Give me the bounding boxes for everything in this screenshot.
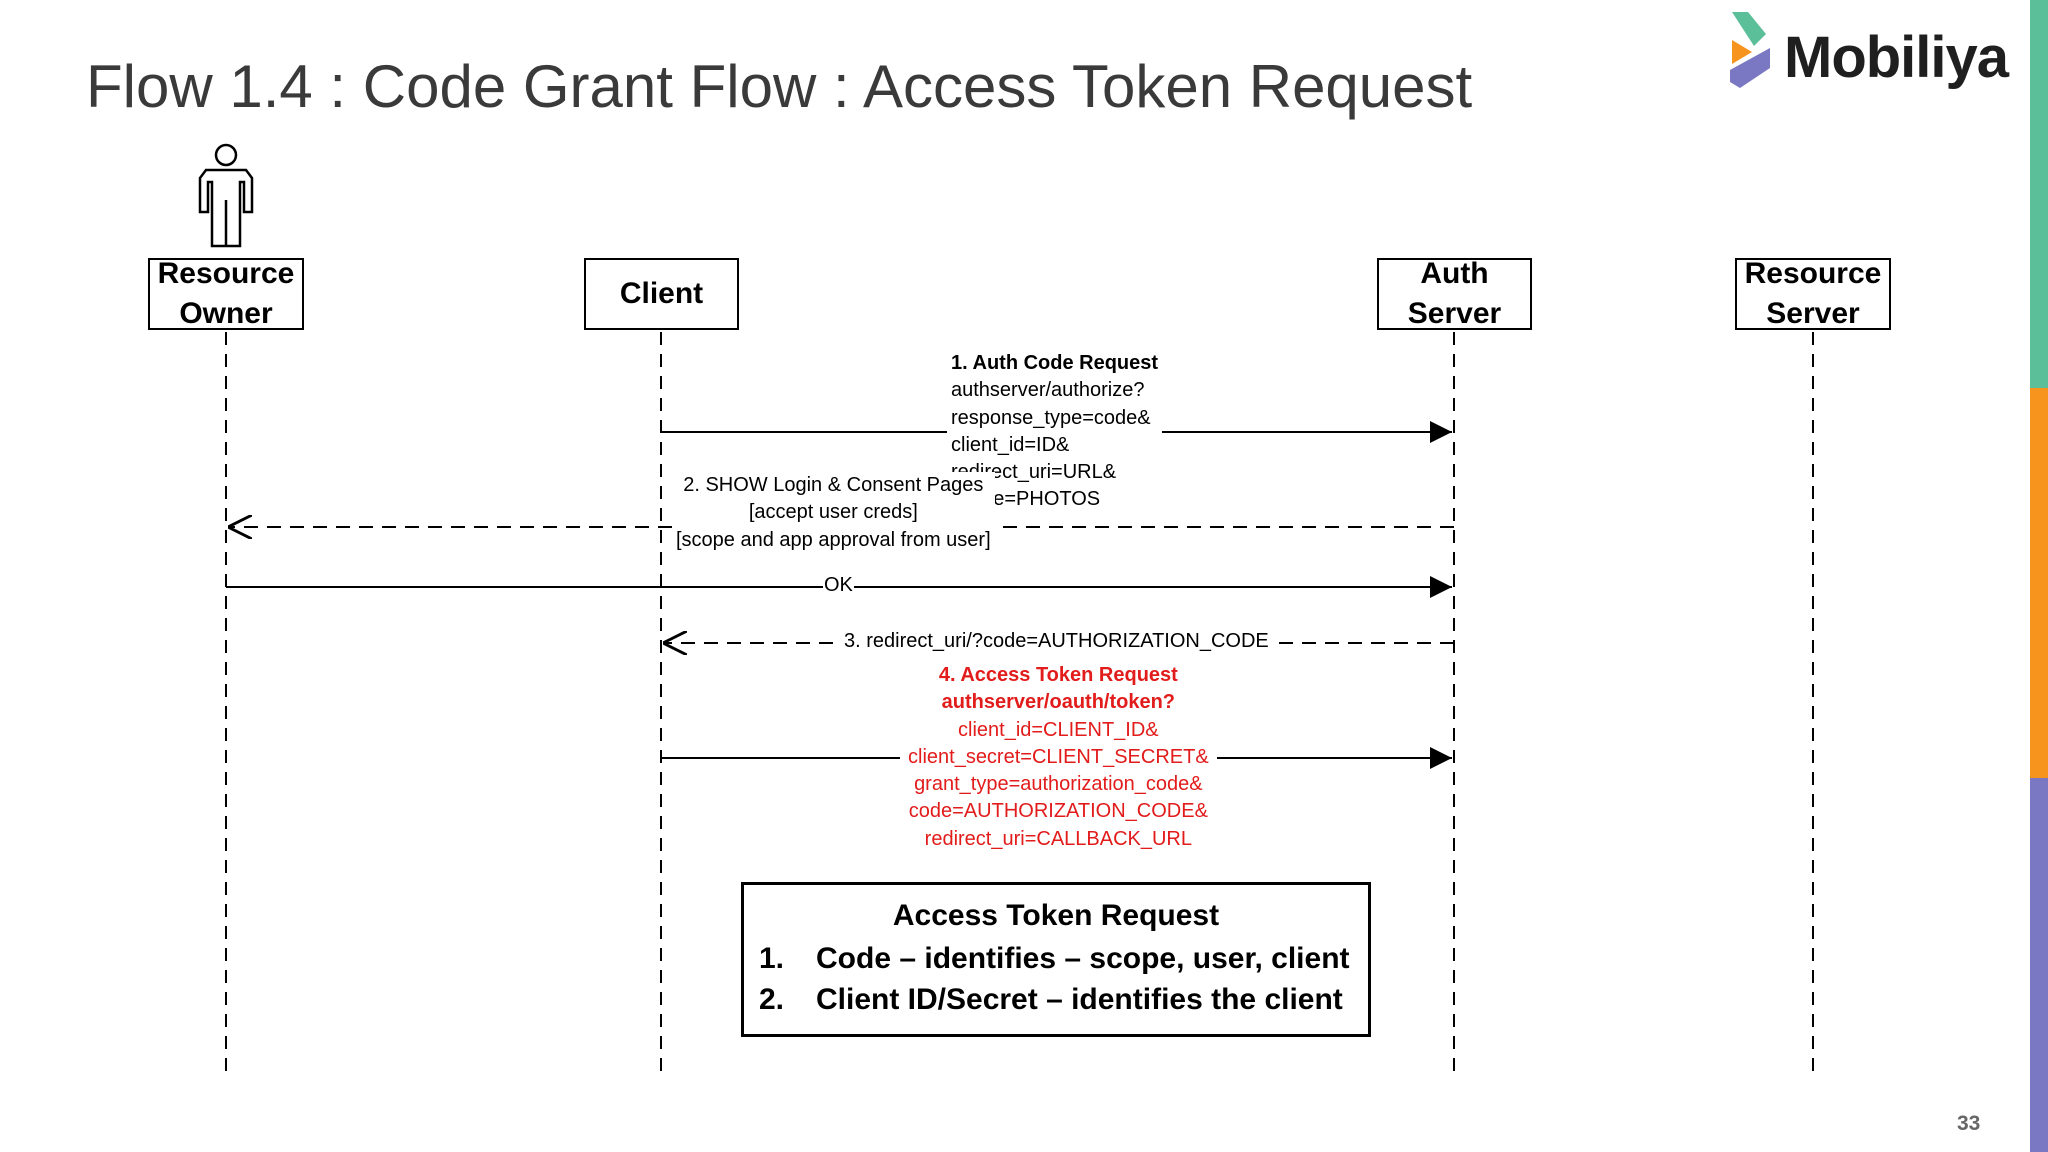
- participant-label: Auth: [1420, 257, 1489, 290]
- participant-client: Client: [584, 258, 739, 330]
- summary-item-text: Code – identifies – scope, user, client: [816, 942, 1350, 975]
- summary-item-number: 2.: [759, 983, 785, 1016]
- message-line: client_id=ID&: [951, 433, 1070, 456]
- message-show-login-consent: 2. SHOW Login & Consent Pages [accept us…: [672, 472, 995, 554]
- message-ok: OK: [823, 572, 854, 600]
- message-line: redirect_uri=CALLBACK_URL: [924, 827, 1192, 850]
- logo-mark-icon: [1730, 12, 1770, 88]
- summary-item: 1. Code – identifies – scope, user, clien…: [759, 942, 1350, 976]
- user-actor-icon: [198, 143, 254, 248]
- message-redirect-with-code: 3. redirect_uri/?code=AUTHORIZATION_CODE: [838, 628, 1275, 656]
- message-line: 4. Access Token Request: [938, 664, 1178, 686]
- participant-label: Server: [1766, 297, 1860, 330]
- participant-label: Resource: [157, 257, 295, 290]
- message-access-token-request: 4. Access Token Request authserver/oauth…: [900, 662, 1217, 854]
- accent-bar-green: [2030, 0, 2048, 388]
- message-line: authserver/authorize?: [951, 379, 1145, 402]
- message-line: client_id=CLIENT_ID&: [958, 718, 1159, 741]
- message-line: [accept user creds]: [748, 501, 918, 524]
- message-line: grant_type=authorization_code&: [914, 773, 1203, 796]
- participant-label: Owner: [179, 297, 273, 330]
- summary-item: 2. Client ID/Secret – identifies the clie…: [759, 983, 1343, 1017]
- summary-box: Access Token Request 1. Code – identifies…: [741, 882, 1371, 1037]
- participant-label: Resource: [1744, 257, 1882, 290]
- summary-title: Access Token Request: [892, 899, 1220, 932]
- accent-bar-purple: [2030, 778, 2048, 1152]
- summary-item-text: Client ID/Secret – identifies the client: [816, 983, 1343, 1016]
- message-line: client_secret=CLIENT_SECRET&: [908, 745, 1209, 768]
- page-number: 33: [1957, 1112, 1981, 1135]
- message-line: authserver/oauth/token?: [941, 691, 1176, 714]
- message-line: [scope and app approval from user]: [676, 528, 991, 551]
- accent-bar-orange: [2030, 388, 2048, 778]
- logo-text: Mobiliya: [1784, 25, 2009, 90]
- participant-label: Client: [619, 277, 704, 310]
- message-line: 2. SHOW Login & Consent Pages: [683, 474, 984, 496]
- message-line: 1. Auth Code Request: [951, 352, 1159, 374]
- mobiliya-logo: Mobiliya: [1726, 10, 2026, 100]
- participant-label: Server: [1407, 297, 1502, 330]
- message-line: response_type=code&: [951, 406, 1151, 429]
- message-line: code=AUTHORIZATION_CODE&: [908, 800, 1208, 823]
- slide-title: Flow 1.4 : Code Grant Flow : Access Toke…: [86, 53, 1473, 120]
- summary-item-number: 1.: [759, 942, 785, 975]
